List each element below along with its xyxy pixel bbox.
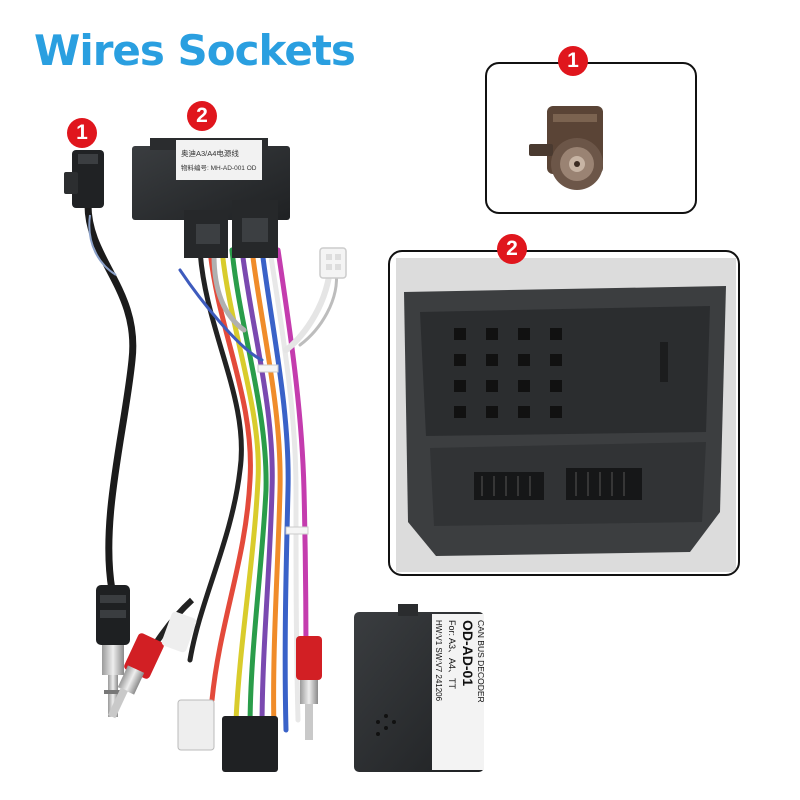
white-can-plug (319, 247, 347, 279)
detail-panel-quadlock-socket (388, 250, 740, 576)
badge-connector-callout: 2 (187, 101, 217, 131)
page-title: Wires Sockets (34, 26, 356, 75)
decoder-label-line4: HW:V1 SW:V7 241206 (434, 620, 443, 702)
rca-plug-left (108, 597, 197, 719)
badge-antenna-callout: 1 (67, 118, 97, 148)
antenna-socket-photo (529, 106, 603, 190)
cable-tie (285, 526, 309, 535)
white-bottom-connector (177, 699, 215, 751)
decoder-label-line3: For: A3、A4、TT (447, 620, 457, 690)
decoder-label-line2: OD-AD-01 (460, 620, 476, 686)
connector-label-line1: 奥迪A3/A4电源线 (181, 148, 239, 158)
black-bottom-connector (222, 716, 278, 772)
badge-panel-one: 1 (558, 46, 588, 76)
cable-tie (257, 364, 279, 373)
decoder-label-line1: CAN BUS DECODER (476, 620, 486, 703)
antenna-adapter-cable (64, 150, 137, 717)
rca-plug-right (296, 636, 322, 740)
canbus-decoder-box: CAN BUS DECODER OD-AD-01 For: A3、A4、TT H… (354, 604, 486, 772)
quadlock-socket-photo (396, 258, 736, 572)
wire-bundle (178, 247, 339, 733)
connector-label-line2: 物料编号: MH-AD-001 OD (181, 163, 257, 172)
badge-panel-two: 2 (497, 234, 527, 264)
quadlock-power-connector: 奥迪A3/A4电源线 物料编号: MH-AD-001 OD (132, 138, 290, 258)
detail-panel-antenna-socket (485, 62, 697, 214)
